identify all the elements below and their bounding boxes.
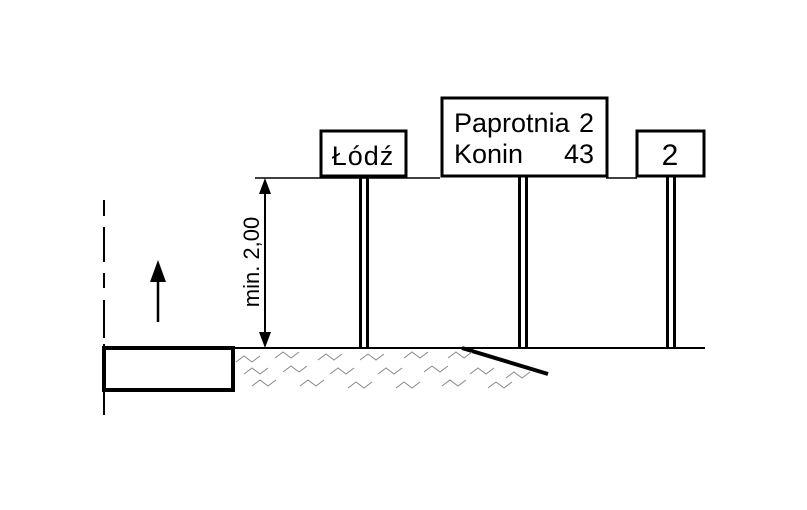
sign-directions: Paprotnia 2 Konin 43 [440,96,609,348]
sign-lodz: Łódź [319,129,408,348]
height-dimension: min. 2,00 [239,177,637,348]
dimension-label: min. 2,00 [239,217,264,308]
sign-row-place: Konin [454,139,523,169]
embankment-slope [461,346,549,376]
sign-number-text: 2 [662,139,679,172]
arrow-up-icon [150,260,166,322]
sign-row-distance: 2 [579,108,594,138]
sign-row-distance: 43 [564,139,594,169]
soil-hatching [235,351,531,389]
sign-number: 2 [635,129,706,348]
sign-lodz-text: Łódź [332,141,395,171]
curb [102,346,235,392]
sign-row-place: Paprotnia [454,108,571,138]
